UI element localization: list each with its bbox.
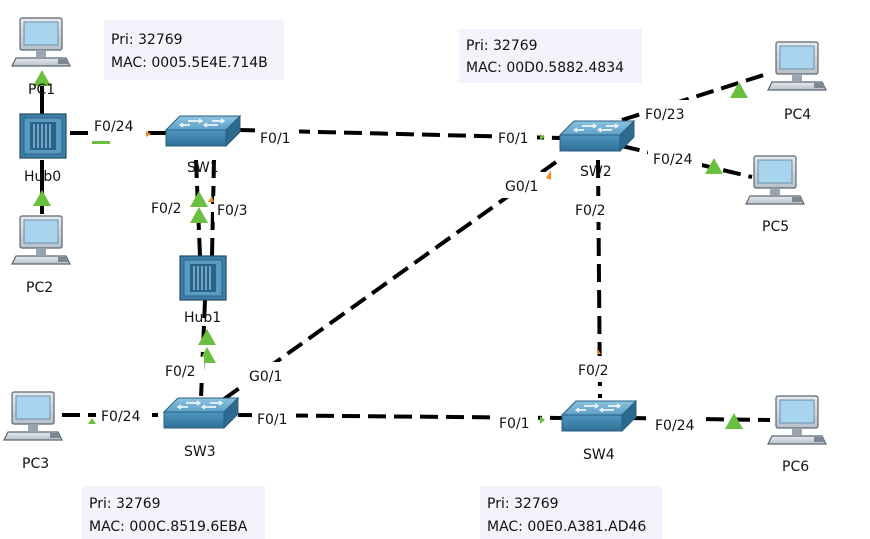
- switch-icon: [163, 397, 239, 429]
- label-pc2: PC2: [26, 280, 53, 296]
- port-label-sw2-f024: F0/24: [653, 152, 693, 168]
- label-pc4: PC4: [784, 107, 811, 123]
- port-label-sw4-f024: F0/24: [655, 418, 695, 434]
- port-label-sw1-f01: F0/1: [260, 131, 291, 147]
- port-label-sw3-f02: F0/2: [165, 364, 196, 380]
- label-sw2: SW2: [580, 164, 612, 180]
- label-pc5: PC5: [762, 219, 789, 235]
- info-mac-sw3: MAC: 000C.8519.6EBA: [89, 519, 248, 535]
- device-sw1[interactable]: [165, 115, 241, 147]
- port-label-hub0-sw1: F0/24: [94, 119, 134, 135]
- link-blocking-indicator-icon: [597, 348, 601, 354]
- link-up-indicator-icon: [88, 418, 96, 424]
- device-pc2[interactable]: [11, 215, 71, 265]
- info-box-sw2: Pri: 32769 MAC: 00D0.5882.4834: [459, 29, 642, 83]
- pc-icon: [3, 391, 63, 441]
- device-pc6[interactable]: [767, 395, 827, 445]
- label-pc1: PC1: [28, 82, 55, 98]
- info-pri-sw4: Pri: 32769: [487, 496, 559, 512]
- pc-icon: [767, 41, 827, 91]
- link-up-indicator-icon: [33, 190, 51, 206]
- device-labels: PC1 Hub0 PC2 SW1 Hub1 SW2 PC4 PC5 SW3 PC…: [22, 82, 811, 475]
- port-label-sw2-f01: F0/1: [498, 131, 529, 147]
- device-pc3[interactable]: [3, 391, 63, 441]
- label-hub1: Hub1: [184, 310, 221, 326]
- port-label-sw2-f023: F0/23: [645, 107, 685, 123]
- port-label-sw1-f02: F0/2: [151, 201, 182, 217]
- info-pri-sw2: Pri: 32769: [466, 38, 538, 54]
- link-status-indicators: [33, 70, 748, 429]
- port-labels: F0/24 F0/1 F0/1 F0/23 F0/24 G0/1 F0/2 F0…: [90, 100, 706, 437]
- port-label-sw4-f02: F0/2: [578, 363, 609, 379]
- link-up-indicator-icon: [540, 416, 545, 424]
- link-up-indicator-icon: [540, 134, 545, 140]
- device-pc4[interactable]: [767, 41, 827, 91]
- info-box-sw4: Pri: 32769 MAC: 00E0.A381.AD46: [480, 486, 662, 539]
- device-sw2[interactable]: [559, 120, 635, 152]
- pc-icon: [11, 215, 71, 265]
- device-sw4[interactable]: [561, 400, 637, 432]
- device-pc1[interactable]: [11, 17, 71, 67]
- link-sw1-hub1-b[interactable]: [210, 159, 216, 257]
- port-label-sw3-f024: F0/24: [101, 409, 141, 425]
- pc-icon: [745, 155, 805, 205]
- info-pri-sw1: Pri: 32769: [111, 32, 183, 48]
- switch-icon: [559, 120, 635, 152]
- device-sw3[interactable]: [163, 397, 239, 429]
- link-blocking-indicator-icon: [146, 131, 151, 137]
- link-up-indicator-icon: [190, 207, 208, 223]
- label-hub0: Hub0: [24, 169, 61, 185]
- link-up-indicator-icon: [190, 191, 208, 207]
- port-label-sw1-f03: F0/3: [217, 203, 248, 219]
- hub-icon: [179, 255, 227, 301]
- link-sw4-pc6[interactable]: [627, 416, 771, 422]
- info-mac-sw4: MAC: 00E0.A381.AD46: [487, 519, 646, 535]
- device-pc5[interactable]: [745, 155, 805, 205]
- label-sw4: SW4: [583, 447, 615, 463]
- info-box-sw3: Pri: 32769 MAC: 000C.8519.6EBA: [82, 486, 265, 539]
- info-mac-sw2: MAC: 00D0.5882.4834: [466, 60, 624, 76]
- link-up-indicator-icon: [198, 329, 216, 345]
- link-blocking-indicator-icon: [546, 170, 551, 180]
- info-mac-sw1: MAC: 0005.5E4E.714B: [111, 55, 268, 71]
- device-hub1[interactable]: [179, 255, 227, 301]
- link-sw1-hub1-a[interactable]: [194, 159, 202, 257]
- pc-icon: [11, 17, 71, 67]
- label-sw3: SW3: [184, 444, 216, 460]
- port-label-sw3-f01: F0/1: [257, 412, 288, 428]
- port-label-sw2-g01: G0/1: [505, 179, 538, 195]
- switch-icon: [561, 400, 637, 432]
- label-pc6: PC6: [782, 459, 809, 475]
- hub-icon: [19, 113, 67, 159]
- info-box-sw1: Pri: 32769 MAC: 0005.5E4E.714B: [104, 20, 284, 80]
- switch-icon: [165, 115, 241, 147]
- port-label-sw2-f02: F0/2: [575, 203, 606, 219]
- pc-icon: [767, 395, 827, 445]
- port-label-sw3-g01: G0/1: [249, 369, 282, 385]
- link-up-indicator-icon: [92, 141, 110, 144]
- label-sw1: SW1: [187, 160, 219, 176]
- port-label-sw4-f01: F0/1: [499, 416, 530, 432]
- link-blocking-indicator-icon: [208, 196, 214, 202]
- info-pri-sw3: Pri: 32769: [89, 496, 161, 512]
- device-hub0[interactable]: [19, 113, 67, 159]
- label-pc3: PC3: [22, 456, 49, 472]
